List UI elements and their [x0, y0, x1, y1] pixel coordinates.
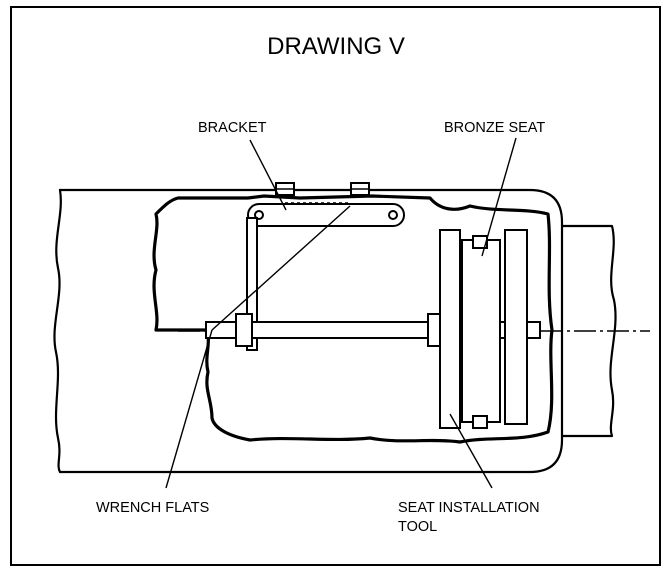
- drawing-title: DRAWING V: [267, 33, 405, 60]
- seat-key-top: [472, 235, 488, 249]
- bracket-leg: [246, 217, 258, 351]
- rod-nut-right: [427, 313, 441, 347]
- pipe-outlet: [560, 224, 617, 438]
- pipe-left-break: [53, 188, 62, 474]
- leader-wrench-flats-diag: [211, 205, 351, 331]
- bracket-bar: [247, 203, 405, 227]
- leader-bronze-seat: [481, 137, 517, 257]
- seat-key-bottom: [472, 415, 488, 429]
- seat-tool-plate-left: [439, 229, 461, 429]
- label-bronze-seat: BRONZE SEAT: [444, 120, 545, 136]
- label-bracket: BRACKET: [198, 120, 267, 136]
- leader-wrench-flats: [165, 329, 213, 489]
- label-seat-tool-line2: TOOL: [398, 519, 437, 535]
- label-seat-tool-line1: SEAT INSTALLATION: [398, 500, 540, 516]
- label-wrench-flats: WRENCH FLATS: [96, 500, 209, 516]
- leader-seat-tool: [449, 413, 493, 489]
- bronze-seat: [461, 239, 501, 423]
- leader-bracket: [249, 139, 287, 211]
- cutaway-outline: [152, 194, 554, 444]
- seat-tool-plate-right: [504, 229, 528, 425]
- rod-nut-left: [235, 313, 253, 347]
